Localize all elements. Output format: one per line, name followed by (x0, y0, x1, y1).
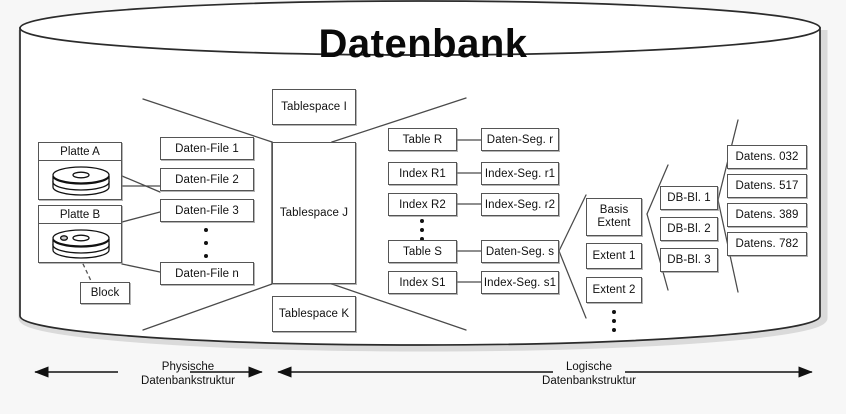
index-r2[interactable]: Index R2 (388, 193, 457, 216)
caption-physical-line1: Physische (161, 361, 215, 373)
disk-platte-b[interactable]: Platte B (38, 205, 122, 263)
disk-platter-icon (39, 161, 121, 200)
datensatz-032[interactable]: Datens. 032 (727, 145, 807, 169)
connector-extent-blocks-upper (646, 164, 669, 215)
data-file-3[interactable]: Daten-File 3 (160, 199, 254, 222)
disk-platte-a-label: Platte A (39, 143, 121, 161)
objects-ellipsis-icon (419, 219, 425, 241)
basis-extent-line1: Basis (599, 204, 629, 217)
datensatz-782[interactable]: Datens. 782 (727, 232, 807, 256)
block-box[interactable]: Block (80, 282, 130, 304)
extent-2[interactable]: Extent 2 (586, 277, 642, 303)
disk-platter-icon (39, 224, 121, 263)
page-title: Datenbank (318, 22, 528, 66)
connector-tablespace-objects-upper (331, 97, 467, 143)
tablespace-i[interactable]: Tablespace I (272, 89, 356, 125)
datensatz-389[interactable]: Datens. 389 (727, 203, 807, 227)
basis-extent-line2: Extent (597, 217, 631, 229)
index-r1[interactable]: Index R1 (388, 162, 457, 185)
index-s1[interactable]: Index S1 (388, 271, 457, 294)
connector-platteA-file (121, 175, 161, 193)
connector-files-tablespace-upper (142, 98, 273, 143)
caption-physical: Physische Datenbankstruktur (88, 360, 288, 389)
table-r[interactable]: Table R (388, 128, 457, 151)
connector-tablespace-objects-lower (331, 283, 467, 331)
datensatz-517[interactable]: Datens. 517 (727, 174, 807, 198)
data-file-1[interactable]: Daten-File 1 (160, 137, 254, 160)
index-seg-r2[interactable]: Index-Seg. r2 (481, 193, 559, 216)
daten-seg-r[interactable]: Daten-Seg. r (481, 128, 559, 151)
connector-segment-extents-lower (558, 250, 587, 319)
daten-seg-s[interactable]: Daten-Seg. s (481, 240, 559, 263)
extents-ellipsis-icon (611, 310, 617, 332)
index-seg-r1[interactable]: Index-Seg. r1 (481, 162, 559, 185)
db-block-3[interactable]: DB-Bl. 3 (660, 248, 718, 272)
caption-logical-line2: Datenbankstruktur (542, 375, 636, 388)
caption-logical-line1: Logische (565, 361, 613, 373)
connector-extent-blocks-lower (646, 213, 669, 291)
data-file-2[interactable]: Daten-File 2 (160, 168, 254, 191)
caption-logical: Logische Datenbankstruktur (489, 360, 689, 389)
data-file-n[interactable]: Daten-File n (160, 262, 254, 285)
tablespace-j[interactable]: Tablespace J (272, 142, 356, 284)
extent-1[interactable]: Extent 1 (586, 243, 642, 269)
disk-platte-a[interactable]: Platte A (38, 142, 122, 200)
basis-extent[interactable]: Basis Extent (586, 198, 642, 236)
connector-segment-extents-upper (558, 194, 587, 252)
cylinder-shadow (18, 30, 828, 352)
index-seg-s1[interactable]: Index-Seg. s1 (481, 271, 559, 294)
disk-platte-b-label: Platte B (39, 206, 121, 224)
db-block-1[interactable]: DB-Bl. 1 (660, 186, 718, 210)
db-block-2[interactable]: DB-Bl. 2 (660, 217, 718, 241)
table-s[interactable]: Table S (388, 240, 457, 263)
tablespace-k[interactable]: Tablespace K (272, 296, 356, 332)
data-files-ellipsis-icon (203, 228, 209, 258)
caption-physical-line2: Datenbankstruktur (141, 375, 235, 388)
connector-files-tablespace-lower (142, 283, 273, 331)
